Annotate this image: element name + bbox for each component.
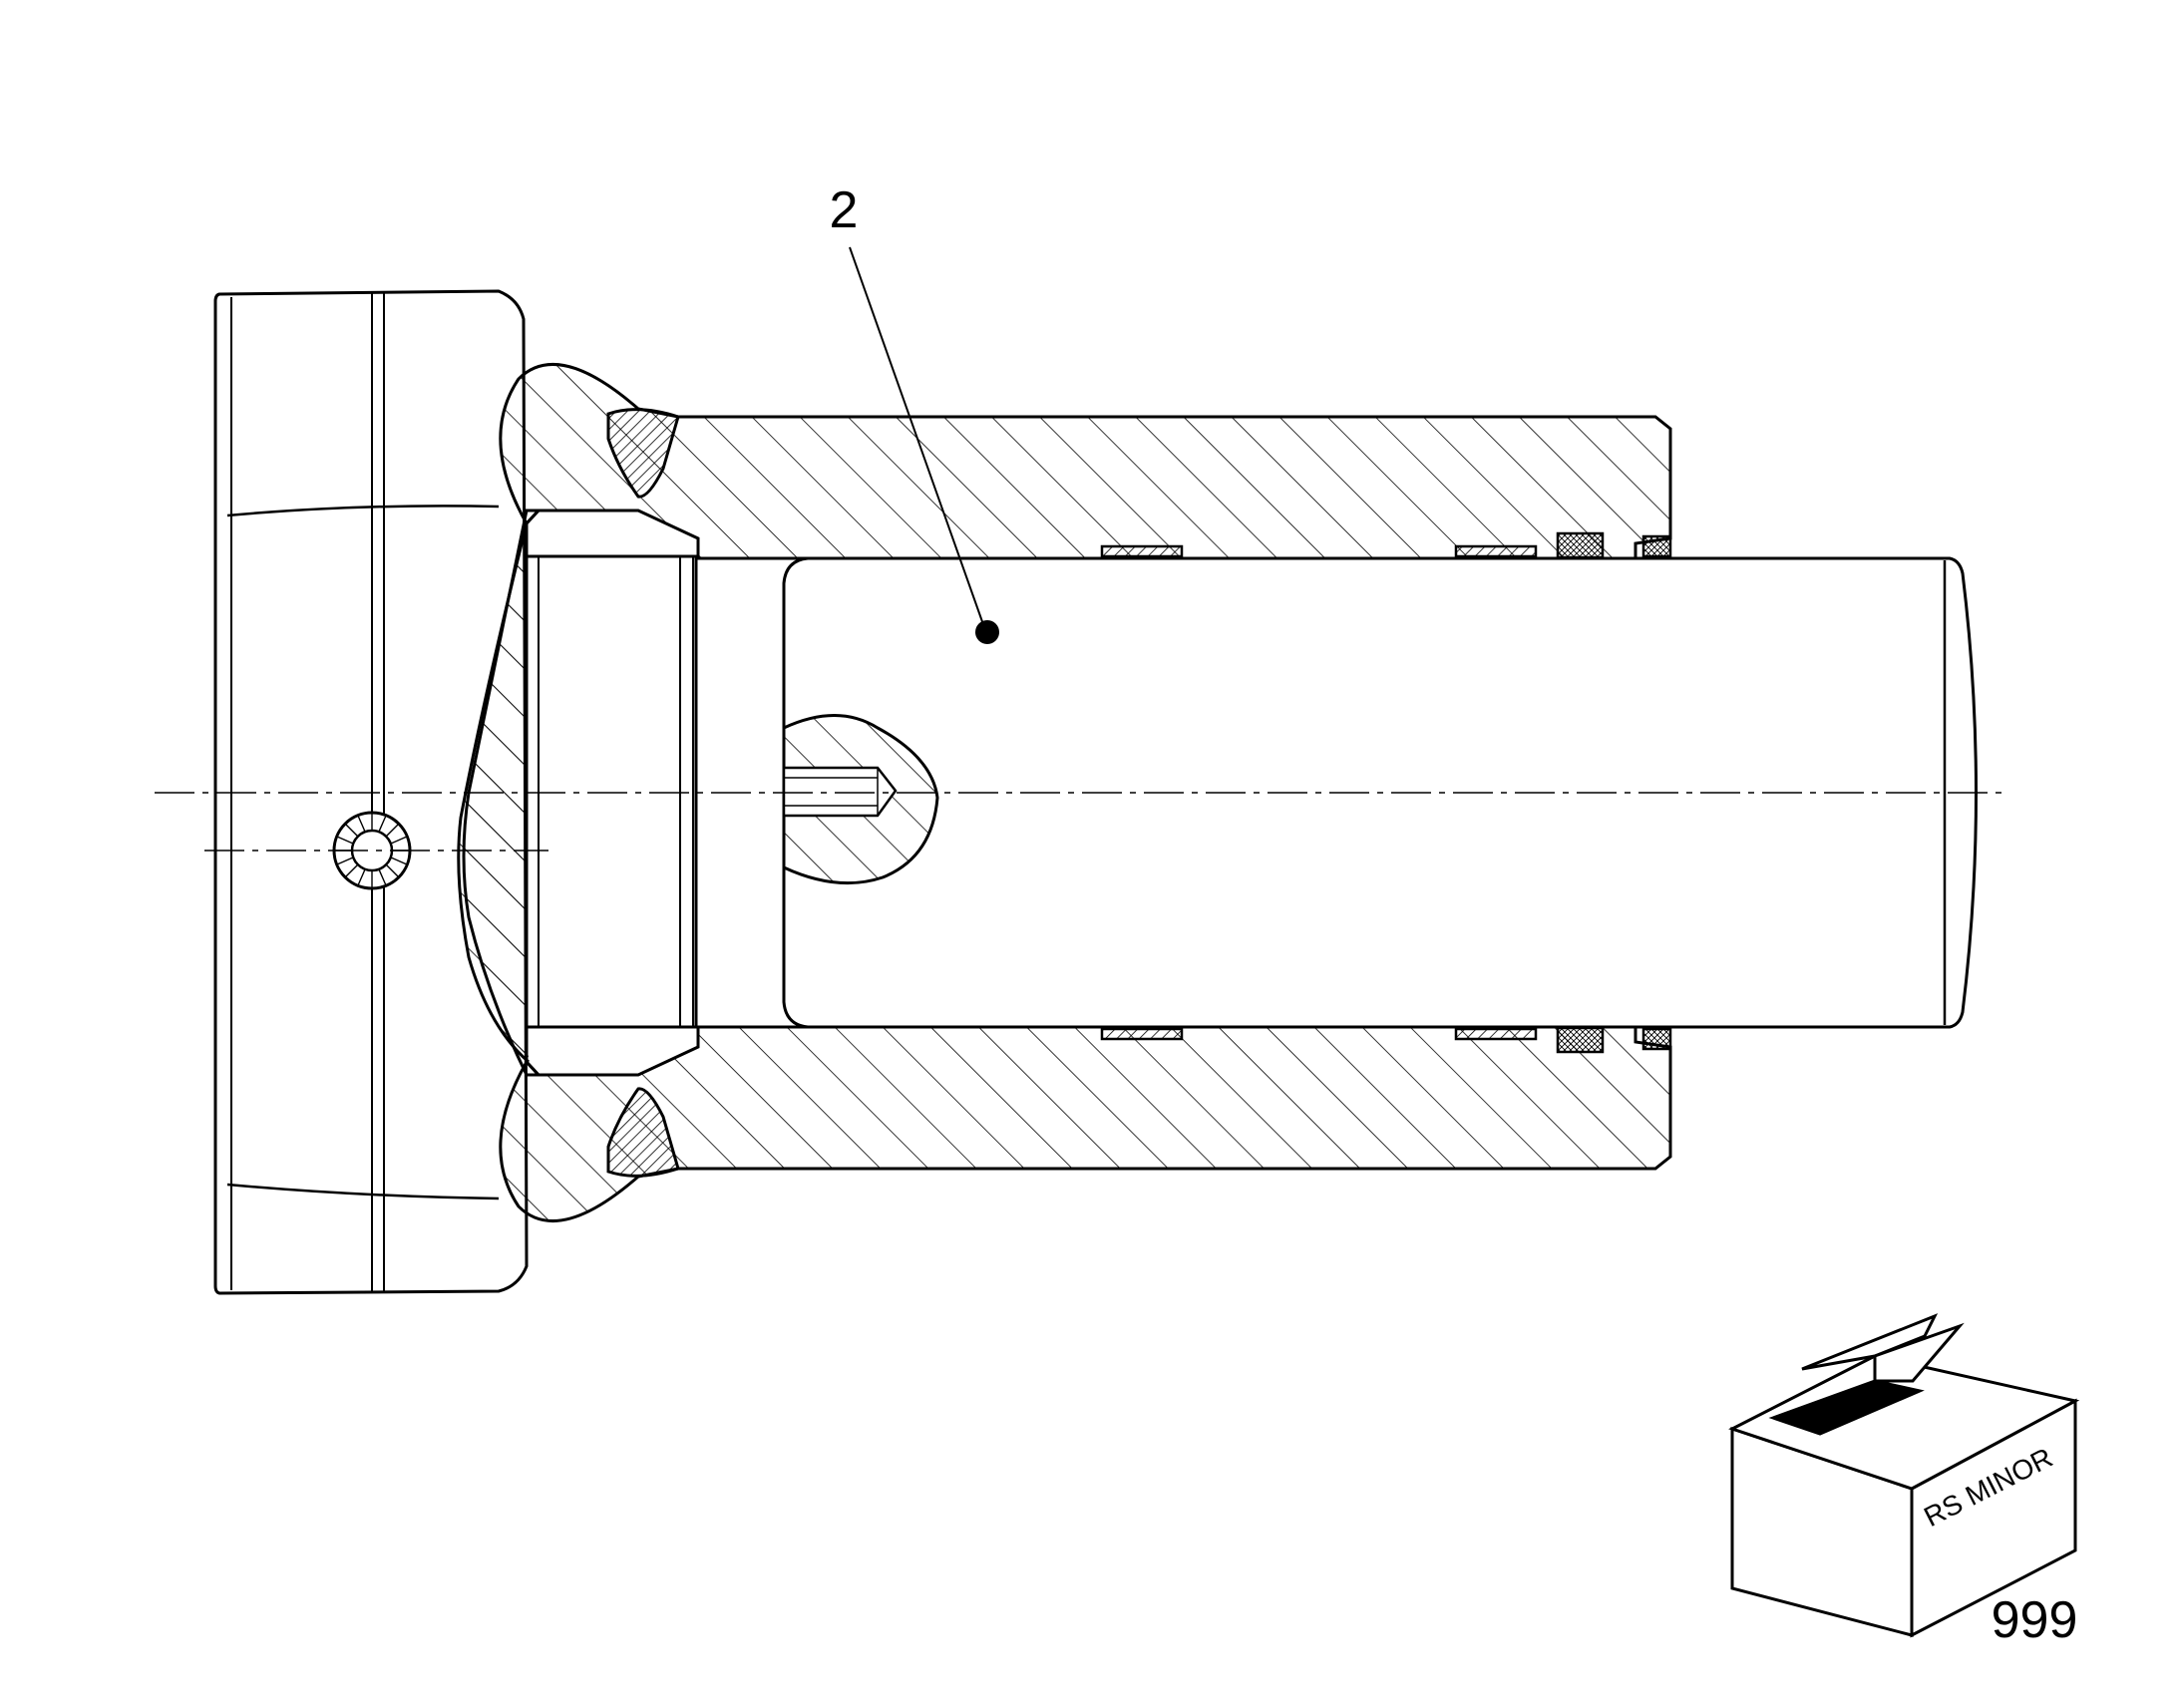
- centre-lines: [155, 792, 2009, 852]
- kit-box-icon: RS MINOR: [1728, 1313, 2080, 1638]
- callout-number: 2: [830, 181, 859, 239]
- weld-beads: [606, 408, 680, 1178]
- collar: [525, 554, 698, 1029]
- kit-quantity: 999: [1992, 1591, 2078, 1649]
- callout-2: 2: [830, 181, 999, 644]
- seals: [1100, 531, 1672, 1054]
- callout-dot: [975, 620, 999, 644]
